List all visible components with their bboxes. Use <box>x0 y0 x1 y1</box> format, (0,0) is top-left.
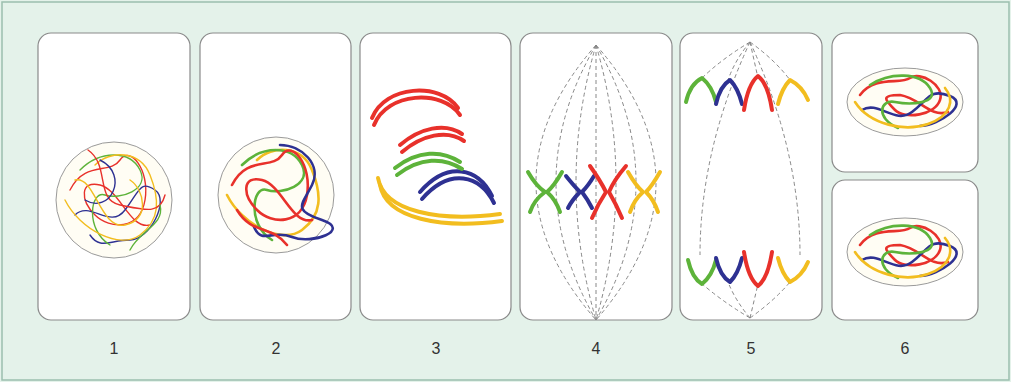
spindle <box>556 45 596 320</box>
chromatin <box>242 150 304 240</box>
chromosome <box>744 76 772 110</box>
spindle <box>728 282 750 318</box>
chromosome <box>528 166 660 218</box>
chromatin <box>65 155 157 240</box>
panel-number: 1 <box>91 340 137 358</box>
chromosome <box>372 91 502 224</box>
chromatin <box>130 205 161 250</box>
spindle <box>700 42 750 255</box>
nucleus <box>218 137 334 253</box>
spindle <box>728 42 750 80</box>
chromatin <box>75 186 160 243</box>
chromatin <box>855 88 950 127</box>
panel-number-holder: 3 <box>413 340 459 358</box>
chromosome <box>422 178 494 203</box>
chromosome <box>716 258 742 282</box>
nucleus <box>847 218 963 286</box>
chromosome <box>372 91 500 217</box>
chromosome <box>688 260 716 284</box>
panel <box>832 180 978 320</box>
panel-number: 2 <box>253 340 299 358</box>
nucleus <box>847 68 963 286</box>
spindle <box>596 45 656 320</box>
chromosome <box>528 172 545 212</box>
panel-number-holder: 4 <box>573 340 619 358</box>
spindle <box>700 42 750 80</box>
chromatin <box>85 160 115 203</box>
panel-number: 5 <box>728 340 774 358</box>
spindle <box>596 45 597 320</box>
panel-number-holder: 2 <box>253 340 299 358</box>
chromosome <box>716 80 742 104</box>
chromosome <box>374 98 460 125</box>
chromosome <box>778 80 808 104</box>
nucleus <box>56 142 172 258</box>
chromatin <box>65 150 165 250</box>
chromosome <box>397 161 462 175</box>
chromosome <box>547 172 562 212</box>
spindle <box>750 42 800 255</box>
chromatin <box>254 145 333 239</box>
panel <box>38 33 978 320</box>
chromatin <box>75 180 143 226</box>
chromatin <box>227 145 333 245</box>
chromatin <box>855 76 957 278</box>
chromosome <box>374 98 502 224</box>
spindle <box>576 45 596 320</box>
chromatin <box>88 150 165 209</box>
chromosome <box>778 258 808 282</box>
panel-number: 3 <box>413 340 459 358</box>
nucleus <box>218 137 334 253</box>
spindle <box>536 45 656 320</box>
chromatin <box>237 210 287 245</box>
chromosome <box>646 172 660 212</box>
chromosome <box>744 252 772 286</box>
panel <box>680 33 822 320</box>
nucleus <box>847 68 963 136</box>
panel <box>360 33 511 320</box>
panel-number: 6 <box>882 340 928 358</box>
chromosome <box>402 135 464 152</box>
chromatin <box>855 238 950 277</box>
nucleus <box>56 142 172 258</box>
panel-number-holder: 1 <box>91 340 137 358</box>
chromosome <box>582 176 594 208</box>
chromosome <box>566 176 580 208</box>
panel-number-holder: 5 <box>728 340 774 358</box>
panel <box>520 33 672 320</box>
spindle <box>536 45 596 320</box>
chromosome <box>590 166 606 218</box>
spindle <box>700 282 750 318</box>
panel-number-holder: 6 <box>882 340 928 358</box>
chromosome <box>380 185 502 224</box>
chromosome <box>686 76 808 286</box>
panel <box>200 33 351 320</box>
chromosome <box>628 172 643 212</box>
chromatin <box>232 151 312 221</box>
spindle <box>750 42 790 80</box>
spindle <box>750 282 790 318</box>
panel <box>832 33 978 172</box>
panel <box>38 33 190 320</box>
panel-number: 4 <box>573 340 619 358</box>
chromosome <box>686 78 716 102</box>
chromosome <box>609 166 626 218</box>
